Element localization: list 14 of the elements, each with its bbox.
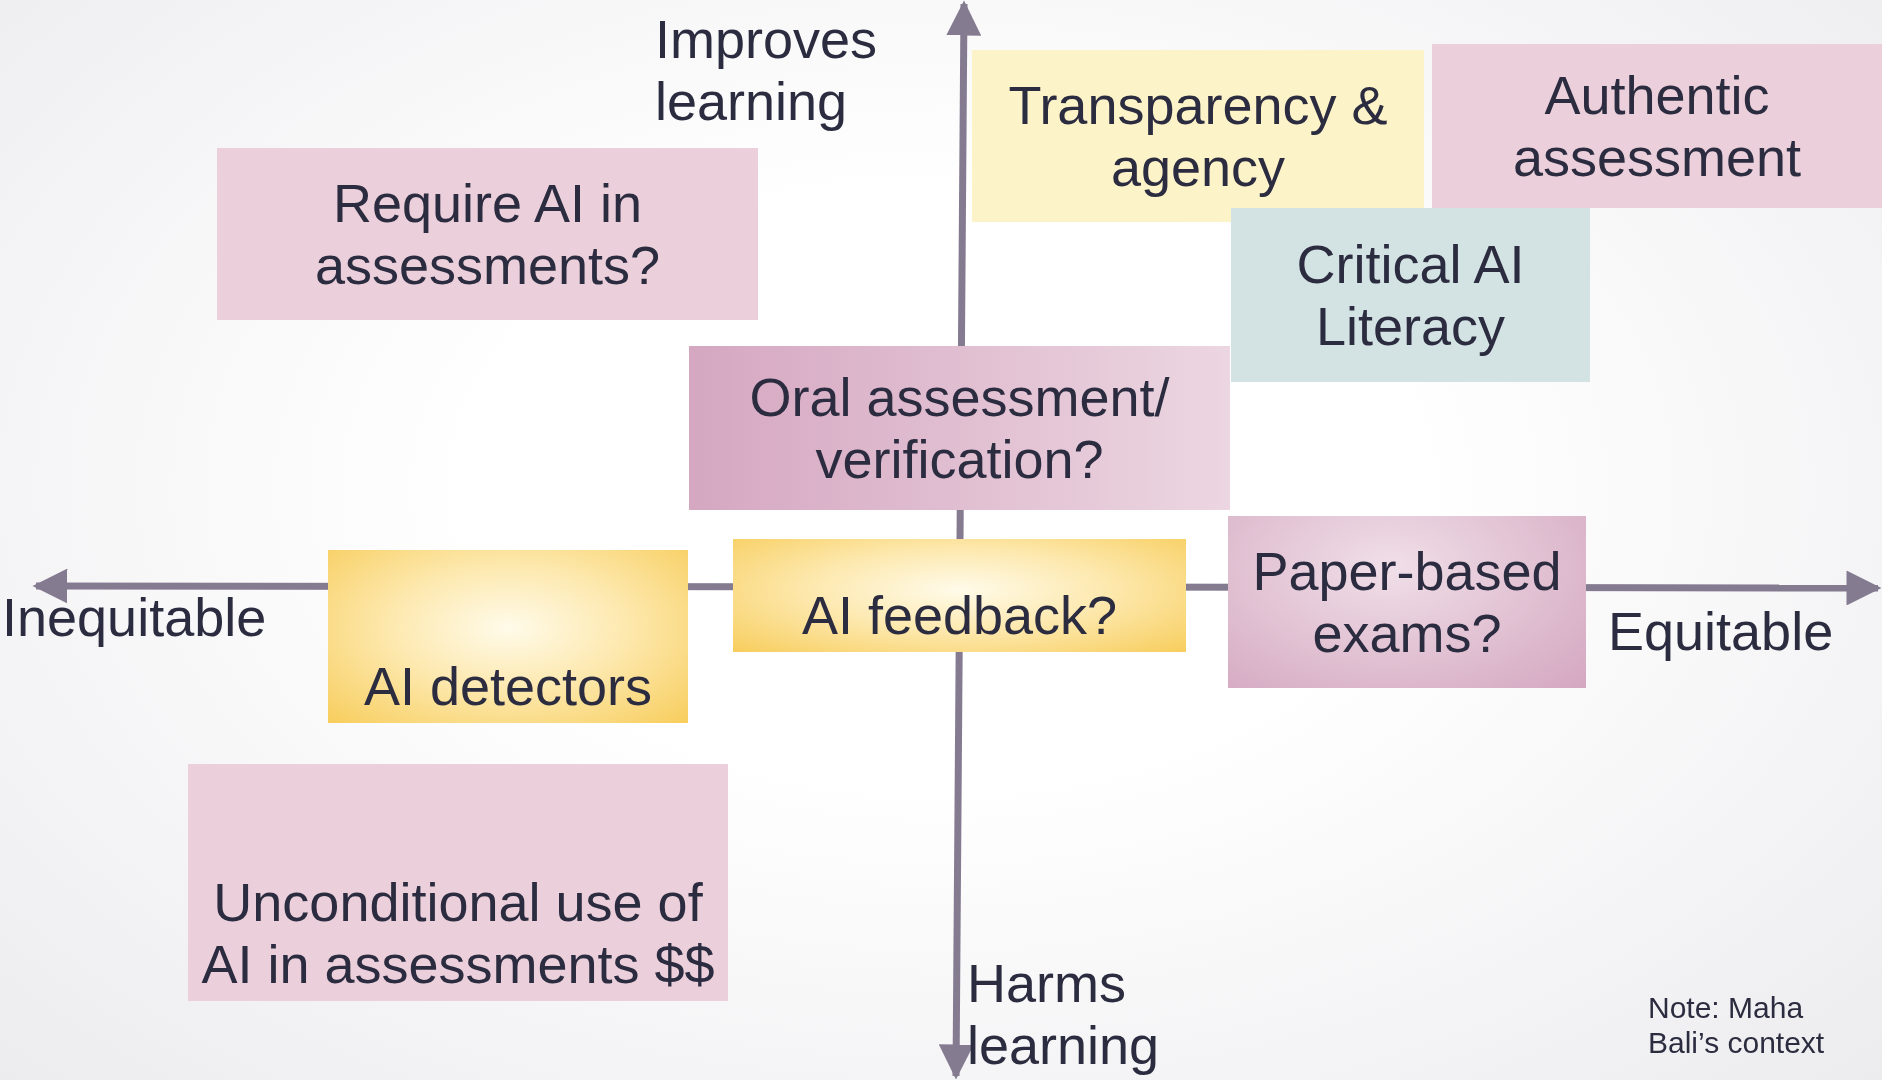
note-text: Note: Maha Bali’s context <box>1648 990 1826 1060</box>
axis-label: Harms learning <box>967 952 1161 1076</box>
axis-label: Improves learning <box>655 8 879 132</box>
concept-card: Transparency & agency <box>972 50 1424 222</box>
concept-card: AI feedback? <box>733 539 1186 652</box>
concept-card: AI detectors <box>328 550 688 723</box>
concept-card: Oral assessment/ verification? <box>689 346 1230 510</box>
concept-card: Authentic assessment <box>1432 44 1882 208</box>
concept-card: Unconditional use of AI in assessments $$ <box>188 764 728 1001</box>
concept-card: Paper-based exams? <box>1228 516 1586 688</box>
concept-card: Critical AI Literacy <box>1231 208 1590 382</box>
axis-label: Equitable <box>1608 600 1835 662</box>
axis-label: Inequitable <box>2 586 268 648</box>
concept-card: Require AI in assessments? <box>217 148 758 320</box>
